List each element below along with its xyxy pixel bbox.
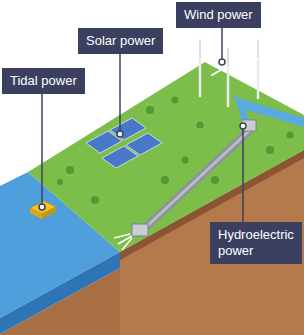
tidal-generator: [30, 201, 56, 219]
callout-text: Tidal power: [10, 73, 77, 89]
callout-text: Wind power: [184, 7, 253, 23]
wind-turbines: [184, 40, 274, 106]
callout-label: Hydroelectric power: [210, 222, 302, 264]
callout-label: Wind power: [176, 2, 261, 28]
callout-text: Hydroelectric power: [218, 227, 294, 259]
sea-face: [0, 252, 120, 334]
callout-text: Solar power: [86, 33, 155, 49]
leader-lines: [42, 16, 243, 240]
callout-label: Tidal power: [2, 68, 85, 94]
callout-label: Solar power: [78, 28, 163, 54]
solar-panels: [86, 118, 162, 168]
trees: [57, 97, 294, 205]
